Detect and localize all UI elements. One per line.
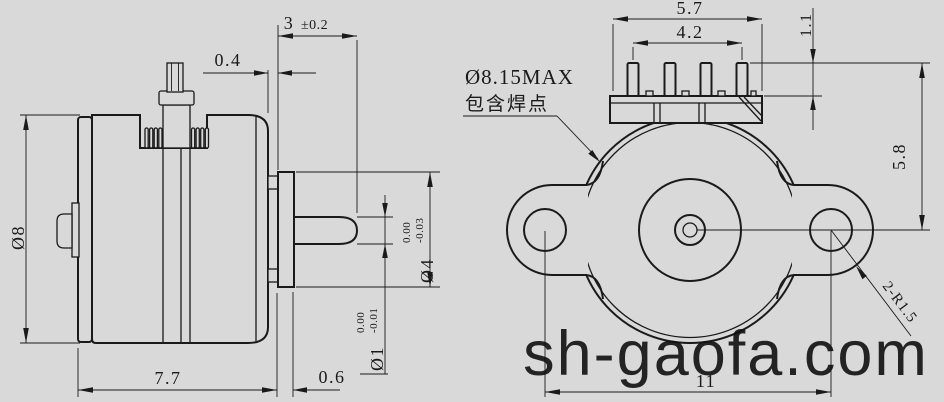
side-nub-plate	[71, 202, 80, 258]
dim-shaft-diameter: Ø1 0.00 -0.01	[355, 195, 393, 375]
front-pin	[663, 62, 677, 97]
side-nub	[56, 213, 73, 249]
dim-center-height: 5.8	[889, 63, 925, 230]
dim-label-center-height: 5.8	[889, 143, 909, 170]
front-pin	[699, 62, 713, 97]
dim-label-plate-thickness: 0.6	[319, 367, 346, 387]
dim-boss-diameter: Ø4 0.00 -0.03	[296, 171, 440, 288]
dim-label-mount-hole-spacing: 11	[696, 371, 716, 391]
dim-body-length: 7.7 0.6	[77, 292, 346, 397]
dim-label-boss-tol-lower: -0.03	[414, 218, 426, 243]
dim-pin-span: 4.2	[632, 22, 743, 60]
side-plate-tab	[267, 268, 279, 283]
front-pin	[735, 62, 749, 97]
side-left-cap	[77, 116, 93, 343]
dim-label-shaft-diameter: Ø1	[367, 346, 387, 371]
callout-max-diameter-line2: 包含焊点	[465, 93, 549, 115]
dim-connector-width: 5.7	[612, 0, 763, 91]
dim-label-pin-height: 1.1	[798, 13, 815, 38]
motor-side-view: Ø8 0.4 3 ±0.2 Ø4 0.00 -0.03	[8, 13, 440, 397]
callout-max-diameter-line1: Ø8.15MAX	[465, 65, 574, 89]
dim-label-shaft-tol-upper: 0.00	[355, 312, 367, 333]
side-pin	[166, 62, 184, 93]
motor-front-view: 5.7 4.2 1.1 5.8 11 Ø8.15MAX 包含焊点	[463, 0, 930, 397]
front-pin	[626, 62, 640, 97]
dim-label-pin-offset: 0.4	[215, 50, 242, 70]
dim-label-body-diameter: Ø8	[8, 225, 28, 250]
dim-label-boss-tol-upper: 0.00	[401, 222, 413, 243]
callout-max-diameter: Ø8.15MAX 包含焊点	[463, 65, 600, 162]
side-shaft	[293, 216, 359, 245]
dim-label-shaft-length-tolerance: ±0.2	[301, 18, 328, 33]
side-body	[91, 114, 269, 344]
dim-mount-hole-spacing: 11	[545, 371, 831, 395]
dim-label-body-length: 7.7	[155, 368, 182, 388]
front-left-ear	[505, 160, 604, 300]
dim-label-connector-width: 5.7	[677, 0, 704, 18]
side-mounting-plate	[277, 171, 295, 288]
side-plate-tab	[267, 175, 279, 190]
dim-label-pin-span: 4.2	[677, 22, 704, 42]
dim-shaft-length: 3 ±0.2	[278, 13, 358, 213]
dim-pin-height: 1.1	[750, 8, 930, 130]
front-pins	[626, 62, 749, 97]
dim-label-shaft-length: 3	[284, 13, 295, 33]
watermark-text: sh-gaofa.com	[523, 319, 929, 389]
dim-pin-offset: 0.4	[203, 25, 316, 170]
front-connector-block	[609, 90, 763, 124]
side-ribs	[144, 127, 210, 149]
side-connector-tower	[162, 104, 191, 149]
dim-label-shaft-tol-lower: -0.01	[368, 308, 380, 333]
dim-label-boss-diameter: Ø4	[417, 258, 437, 283]
dim-body-diameter: Ø8	[8, 114, 80, 344]
side-connector-flange	[158, 90, 195, 106]
